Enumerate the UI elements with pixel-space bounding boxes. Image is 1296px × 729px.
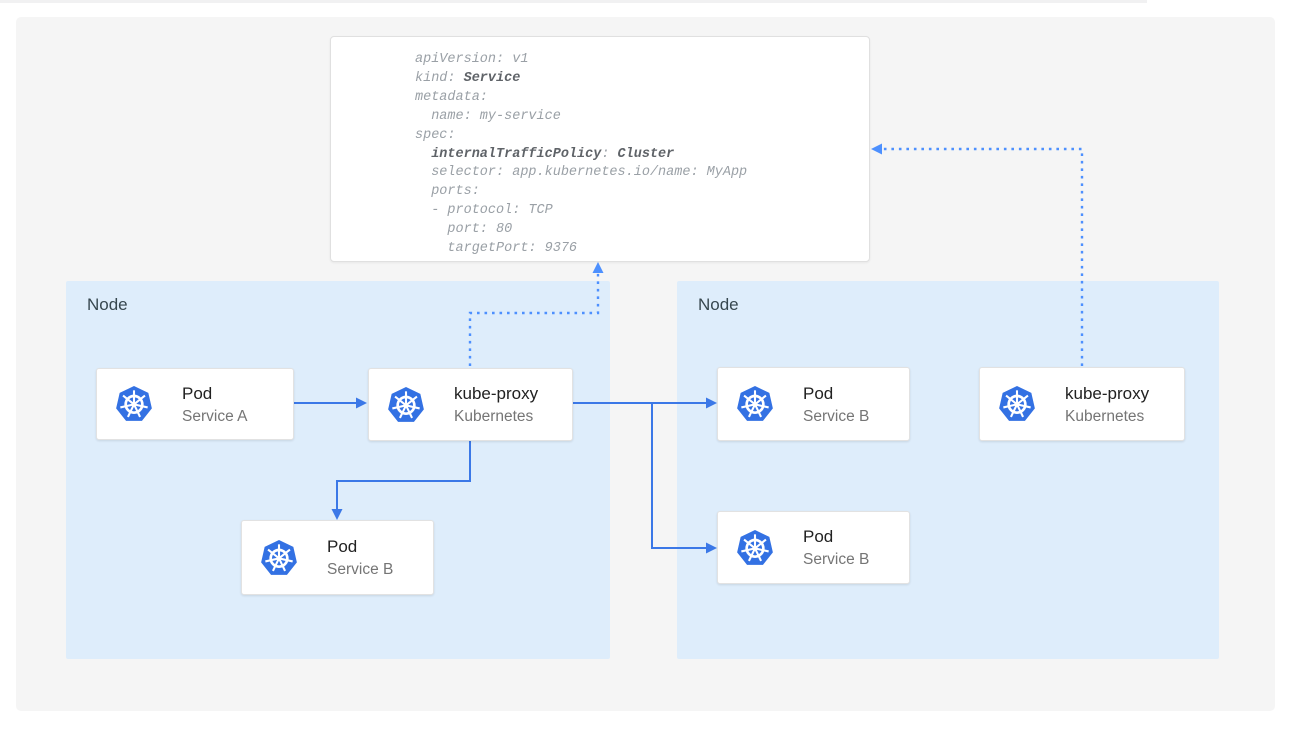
top-divider (0, 0, 1147, 3)
kube-proxy-right-card: kube-proxy Kubernetes (979, 367, 1185, 441)
yaml-line: kind: Service (415, 70, 869, 89)
kubernetes-icon (114, 384, 154, 424)
card-subtitle: Kubernetes (1065, 406, 1149, 427)
yaml-line: apiVersion: v1 (415, 51, 869, 70)
card-subtitle: Service B (327, 559, 393, 580)
yaml-line: port: 80 (415, 221, 869, 240)
card-title: kube-proxy (454, 382, 538, 406)
yaml-line: selector: app.kubernetes.io/name: MyApp (415, 164, 869, 183)
card-title: kube-proxy (1065, 382, 1149, 406)
service-yaml-card: apiVersion: v1 kind: Service metadata: n… (330, 36, 870, 262)
pod-service-b-left-card: Pod Service B (241, 520, 434, 595)
node-label: Node (87, 295, 128, 315)
card-subtitle: Service B (803, 406, 869, 427)
card-title: Pod (803, 525, 869, 549)
yaml-line-internal-traffic-policy: internalTrafficPolicy: Cluster (415, 146, 869, 165)
kubernetes-icon (386, 385, 426, 425)
yaml-line: spec: (415, 127, 869, 146)
yaml-line: name: my-service (415, 108, 869, 127)
card-title: Pod (327, 535, 393, 559)
pod-service-b-right-bottom-card: Pod Service B (717, 511, 910, 584)
kube-proxy-left-card: kube-proxy Kubernetes (368, 368, 573, 441)
card-title: Pod (803, 382, 869, 406)
node-box-left: Node (66, 281, 610, 659)
card-title: Pod (182, 382, 247, 406)
card-subtitle: Service A (182, 406, 247, 427)
kubernetes-icon (735, 528, 775, 568)
card-subtitle: Service B (803, 549, 869, 570)
kubernetes-icon (735, 384, 775, 424)
card-subtitle: Kubernetes (454, 406, 538, 427)
yaml-line: - protocol: TCP (415, 202, 869, 221)
kubernetes-icon (259, 538, 299, 578)
kubernetes-icon (997, 384, 1037, 424)
yaml-line: metadata: (415, 89, 869, 108)
node-box-right: Node (677, 281, 1219, 659)
yaml-line: ports: (415, 183, 869, 202)
node-label: Node (698, 295, 739, 315)
pod-service-a-card: Pod Service A (96, 368, 294, 440)
pod-service-b-right-top-card: Pod Service B (717, 367, 910, 441)
yaml-line: targetPort: 9376 (415, 240, 869, 259)
